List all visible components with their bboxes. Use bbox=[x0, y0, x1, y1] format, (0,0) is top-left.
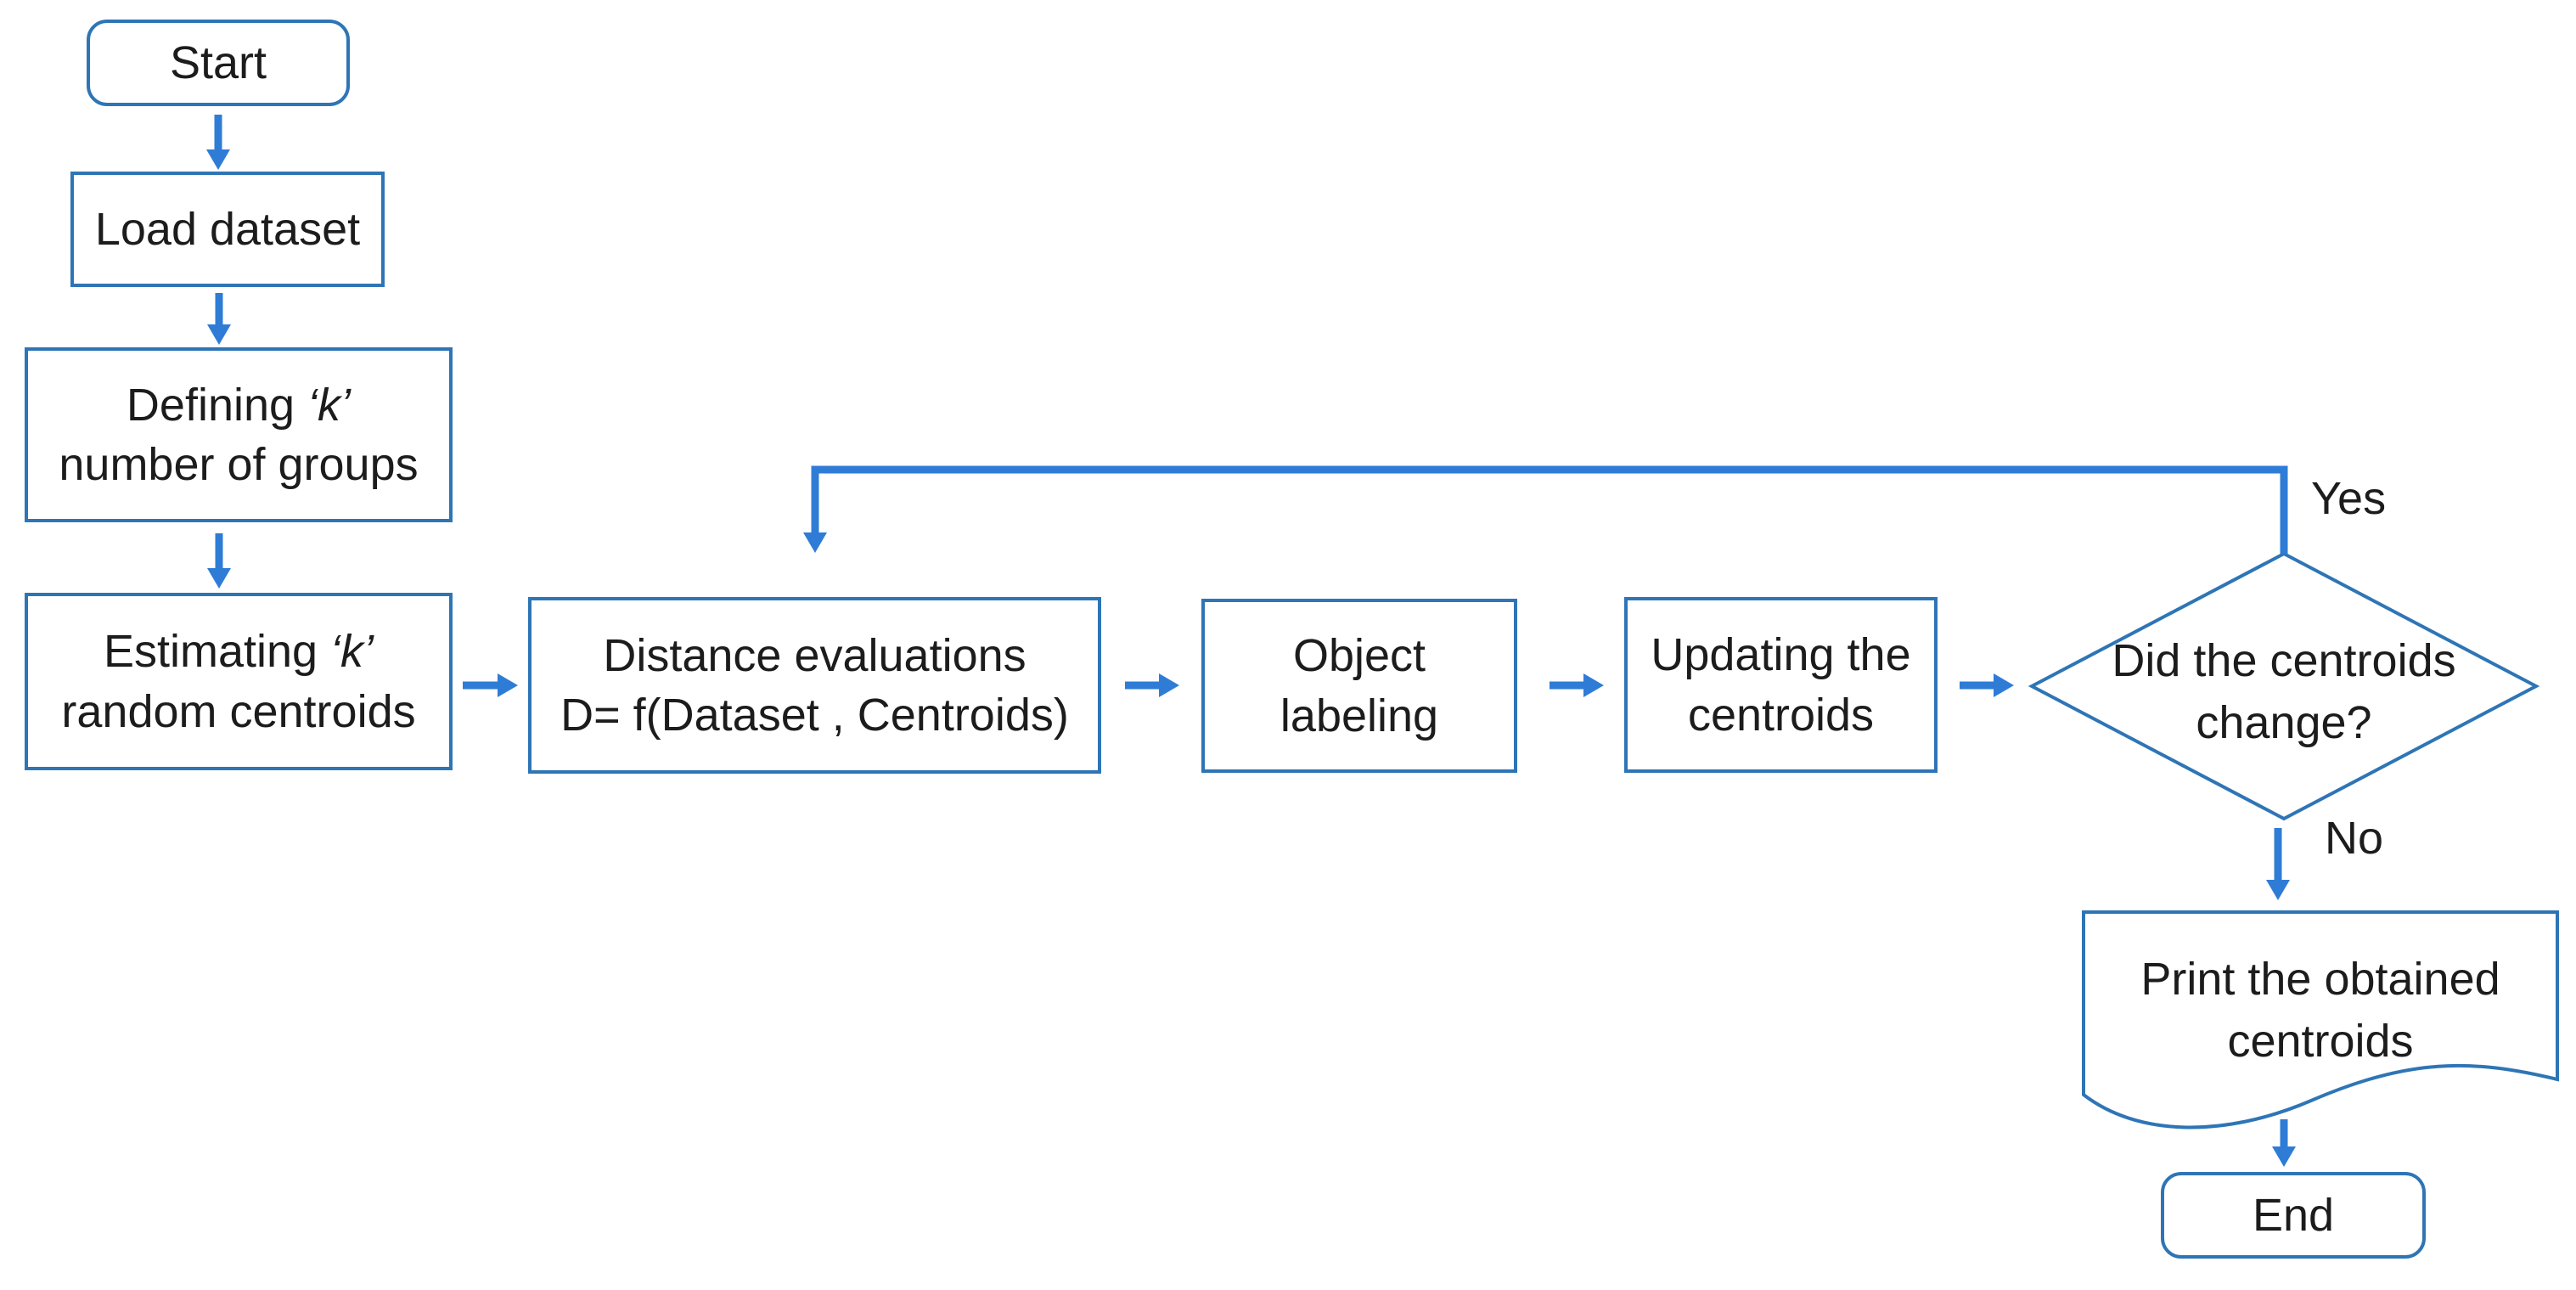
print-centroids-line2: centroids bbox=[2227, 1016, 2414, 1067]
object-labeling-node: Object labeling bbox=[1201, 599, 1517, 773]
arrow-updating-to-decision bbox=[1960, 673, 2014, 697]
arrow-distance-to-object bbox=[1125, 673, 1179, 697]
estimating-k-node: Estimating ‘k’ random centroids bbox=[25, 593, 453, 770]
decision-line1: Did the centroids bbox=[2112, 635, 2456, 687]
estimating-k-symbol: ‘k’ bbox=[330, 626, 374, 678]
decision-line2: change? bbox=[2196, 697, 2372, 748]
distance-evaluations-line2: D= f(Dataset , Centroids) bbox=[560, 690, 1069, 741]
arrow-estimating-to-distance bbox=[463, 673, 518, 697]
loopback-yes-connector bbox=[803, 465, 2288, 554]
end-label: End bbox=[2252, 1189, 2335, 1241]
end-node: End bbox=[2161, 1172, 2426, 1259]
document-shape bbox=[2082, 910, 2559, 1129]
start-label: Start bbox=[169, 37, 267, 88]
updating-centroids-line1: Updating the bbox=[1651, 629, 1911, 681]
start-node: Start bbox=[87, 20, 350, 106]
load-dataset-label: Load dataset bbox=[94, 203, 361, 255]
defining-k-prefix: Defining bbox=[126, 379, 308, 431]
distance-evaluations-line1: Distance evaluations bbox=[603, 629, 1026, 681]
arrow-object-to-updating bbox=[1550, 673, 1604, 697]
updating-centroids-line2: centroids bbox=[1687, 689, 1875, 741]
estimating-k-prefix: Estimating bbox=[103, 626, 331, 678]
arrow-defining-to-estimating bbox=[207, 533, 231, 589]
load-dataset-node: Load dataset bbox=[70, 172, 385, 287]
defining-k-symbol: ‘k’ bbox=[307, 379, 352, 431]
arrow-load-to-defining bbox=[207, 293, 231, 345]
arrow-decision-to-print bbox=[2266, 828, 2290, 900]
object-labeling-line1: Object bbox=[1292, 630, 1426, 682]
decision-diamond-shape bbox=[2028, 551, 2540, 821]
defining-k-node: Defining ‘k’ number of groups bbox=[25, 347, 453, 522]
estimating-k-line1: Estimating ‘k’ bbox=[104, 622, 374, 681]
print-centroids-line1: Print the obtained bbox=[2140, 954, 2500, 1006]
distance-evaluations-node: Distance evaluations D= f(Dataset , Cent… bbox=[528, 597, 1101, 774]
defining-k-line1: Defining ‘k’ bbox=[127, 375, 351, 435]
estimating-k-line2: random centroids bbox=[61, 685, 416, 737]
object-labeling-line2: labeling bbox=[1280, 690, 1439, 741]
updating-centroids-node: Updating the centroids bbox=[1624, 597, 1938, 773]
defining-k-line2: number of groups bbox=[59, 439, 419, 490]
yes-branch-label: Yes bbox=[2311, 473, 2387, 524]
print-centroids-node-label: Print the obtained centroids bbox=[2084, 921, 2557, 1100]
arrow-print-to-end bbox=[2272, 1119, 2296, 1167]
no-branch-label: No bbox=[2325, 813, 2384, 864]
decision-node-label: Did the centroids change? bbox=[2072, 620, 2496, 764]
arrow-start-to-load bbox=[206, 115, 230, 170]
